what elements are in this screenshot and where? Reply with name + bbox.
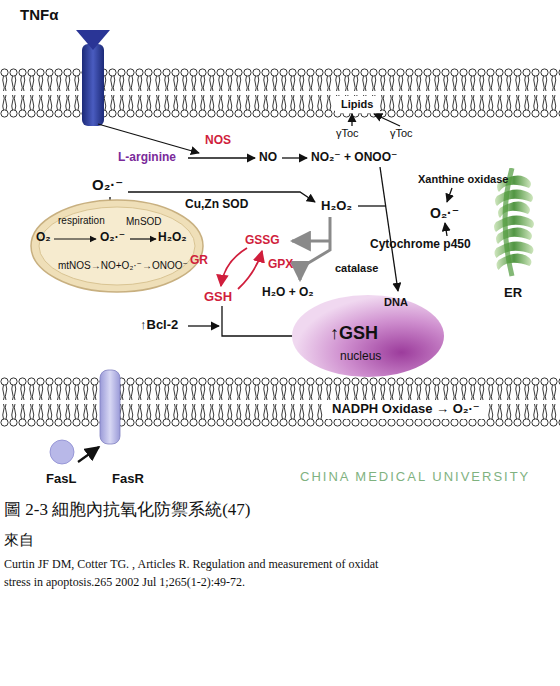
species-label: H₂O + O₂ <box>262 286 314 300</box>
enzyme-label: Cu,Zn SOD <box>185 198 248 212</box>
node-text: NADPH Oxidase → O₂·⁻ <box>332 402 480 417</box>
enzyme-label: catalase <box>335 262 378 275</box>
nadph-oxidase-box: NADPH Oxidase → O₂·⁻ <box>326 400 486 419</box>
enzyme-label: GR <box>190 254 208 268</box>
species-label: NO <box>259 151 277 165</box>
substrate-label: L-arginine <box>118 151 176 165</box>
node-text: O₂ <box>36 231 51 245</box>
glutathione-cycle <box>221 248 262 289</box>
species-label: O₂·⁻ <box>92 176 123 193</box>
node-text: respiration <box>58 215 105 227</box>
species-label: H₂O₂ <box>321 199 352 214</box>
enzyme-label: Cytochrome p450 <box>370 238 471 252</box>
enzyme-label: NOS <box>205 134 231 148</box>
antioxidant-label: γToc <box>390 127 413 140</box>
node-text: DNA <box>384 296 408 309</box>
node-text: nucleus <box>340 350 381 364</box>
enzyme-label: Xanthine oxidase <box>418 173 508 186</box>
receptor-label: FasR <box>112 472 144 487</box>
antioxidant-label: γToc <box>336 127 359 140</box>
tnf-receptor <box>76 30 110 126</box>
mitochondrion-outline <box>28 198 206 294</box>
enzyme-label: GPX <box>268 258 293 272</box>
protein-label: ↑Bcl-2 <box>140 318 178 333</box>
fas-receptor <box>50 370 120 464</box>
receptor-label: TNFα <box>20 6 58 23</box>
citation: stress in apoptosis.265 2002 Jul 1;265(1… <box>4 576 245 590</box>
node-text: H₂O₂ <box>158 231 187 245</box>
node-text: ↑GSH <box>330 323 378 344</box>
nucleus: DNA ↑GSH nucleus <box>290 290 446 378</box>
species-label: NO₂⁻ + ONOO⁻ <box>311 151 397 165</box>
lipid-box: Lipids <box>335 96 380 113</box>
watermark: CHINA MEDICAL UNIVERSITY <box>300 470 530 485</box>
node-text: ER <box>504 286 522 301</box>
peroxide-fork <box>292 217 330 280</box>
ligand-label: FasL <box>46 472 76 487</box>
species-label: GSSG <box>245 234 280 248</box>
node-text: O₂·⁻ <box>100 231 125 245</box>
node-text: Lipids <box>341 98 374 111</box>
species-label: O₂·⁻ <box>430 205 459 221</box>
cell-membrane <box>0 377 560 427</box>
endoplasmic-reticulum: ER <box>482 168 548 308</box>
mitochondrion: respiration MnSOD O₂ O₂·⁻ H₂O₂ mtNOS→NO+O₂·⁻→… <box>28 198 206 294</box>
species-label: GSH <box>204 290 232 305</box>
node-text: MnSOD <box>126 216 162 228</box>
source-note: 來自 <box>4 532 34 549</box>
figure-caption: 圖 2-3 細胞內抗氧化防禦系統(47) <box>4 500 250 520</box>
node-text: mtNOS→NO+O₂·⁻→ONOO⁻ <box>58 260 188 272</box>
citation: Curtin JF DM, Cotter TG. , Articles R. R… <box>4 558 378 572</box>
